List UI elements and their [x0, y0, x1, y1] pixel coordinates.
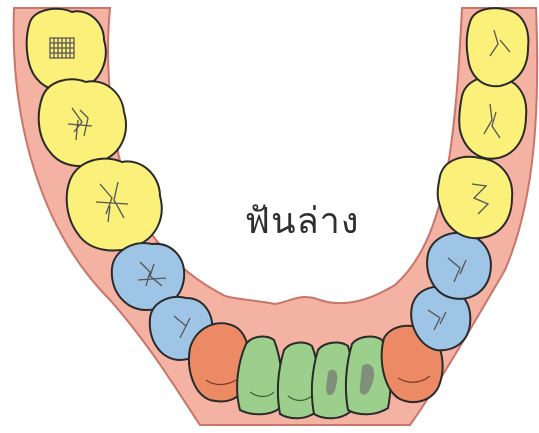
molar-left-2 [39, 79, 126, 166]
premolar-right-1 [427, 233, 491, 299]
molar-left-1 [27, 9, 106, 91]
molar-right-3 [438, 157, 512, 238]
lower-teeth-label: ฟันล่าง [222, 192, 382, 249]
molar-right-2 [459, 77, 526, 159]
molar-left-1-grooves [50, 38, 74, 58]
molar-left-3 [67, 159, 162, 251]
incisor-1 [237, 337, 282, 415]
molar-right-1 [467, 8, 529, 86]
